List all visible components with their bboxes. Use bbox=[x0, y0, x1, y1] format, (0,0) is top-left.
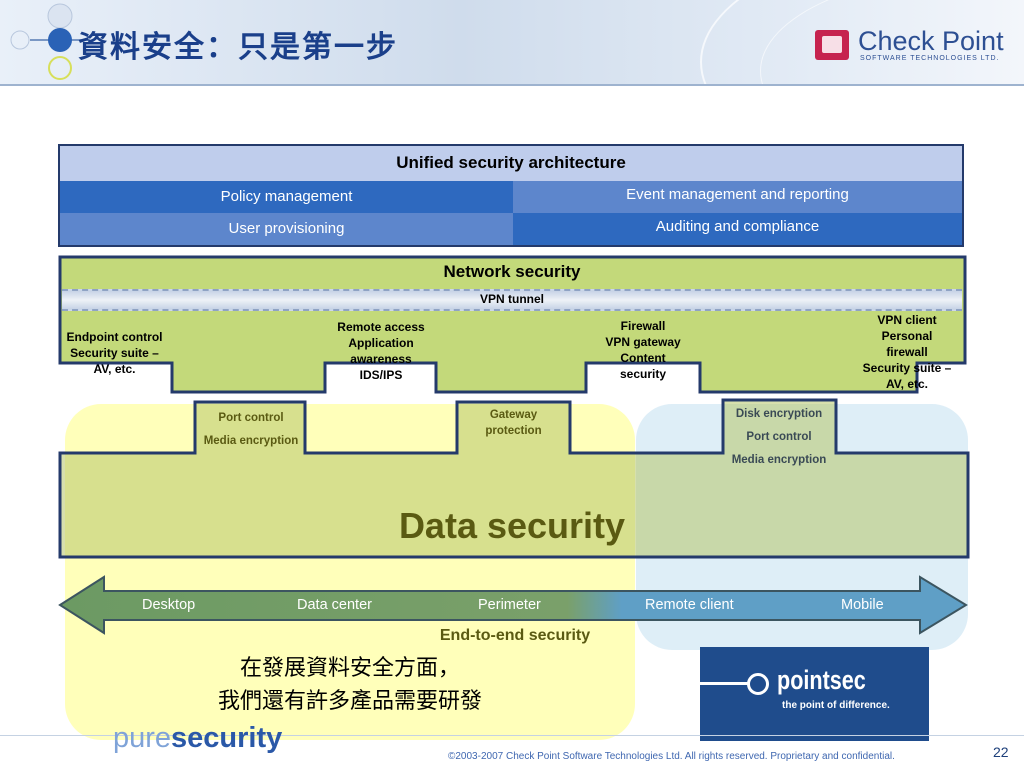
puresecurity-logo: puresecurity bbox=[113, 722, 282, 755]
gateway-protection-line: protection bbox=[485, 425, 542, 437]
development-note-line2: 我們還有許多產品需要研發 bbox=[217, 689, 482, 714]
firewall-line: Firewall bbox=[620, 319, 666, 333]
remote-access-line: awareness bbox=[350, 352, 412, 366]
endpoint-line: AV, etc. bbox=[93, 362, 136, 376]
pointsec-name: pointsec bbox=[777, 665, 866, 695]
pointsec-logo: pointsec the point of difference. bbox=[700, 647, 929, 741]
pointsec-line-icon bbox=[700, 682, 750, 685]
puresecurity-logo-light: pure bbox=[113, 722, 172, 754]
checkpoint-logo-subtitle: SOFTWARE TECHNOLOGIES LTD. bbox=[860, 55, 1000, 62]
slide-header: 資料安全：只是第一步 Check Point SOFTWARE TECHNOLO… bbox=[0, 0, 1024, 86]
data-security-title: Data security bbox=[398, 505, 626, 546]
vpn-tunnel-band bbox=[62, 289, 962, 311]
arch-cell-auditing-compliance: Auditing and compliance bbox=[513, 213, 962, 245]
endpoint-line: Security suite – bbox=[70, 346, 159, 360]
copyright-notice: ©2003-2007 Check Point Software Technolo… bbox=[448, 751, 895, 762]
arrow-label-remote-client: Remote client bbox=[645, 597, 734, 613]
firewall-block: Firewall VPN gateway Content security bbox=[585, 318, 701, 382]
firewall-line: security bbox=[619, 367, 667, 381]
remote-access-block: Remote access Application awareness IDS/… bbox=[322, 319, 440, 383]
endpoint-line: Endpoint control bbox=[66, 330, 163, 344]
media-encryption-right-label: Media encryption bbox=[731, 454, 827, 466]
puresecurity-logo-bold: security bbox=[171, 722, 283, 754]
pointsec-ring-icon bbox=[747, 673, 769, 695]
firewall-line: VPN gateway bbox=[605, 335, 681, 349]
arrow-label-mobile: Mobile bbox=[841, 597, 884, 613]
checkpoint-logo-name: Check Point bbox=[858, 26, 1004, 56]
unified-architecture-title: Unified security architecture bbox=[396, 153, 626, 172]
vpn-client-line: firewall bbox=[886, 345, 928, 359]
endpoint-data-block: Disk encryption Port control Media encry… bbox=[720, 403, 838, 472]
gateway-protection-line: Gateway bbox=[489, 409, 538, 421]
pointsec-tagline: the point of difference. bbox=[782, 700, 890, 711]
development-note: 在發展資料安全方面， 我們還有許多產品需要研發 bbox=[150, 652, 550, 718]
port-control-left-line: Media encryption bbox=[203, 435, 299, 447]
remote-access-line: Application bbox=[348, 336, 414, 350]
port-control-right-label: Port control bbox=[746, 431, 812, 443]
vpn-client-line: VPN client bbox=[877, 313, 937, 327]
port-control-left-line: Port control bbox=[218, 412, 284, 424]
vpn-client-line: Personal bbox=[881, 329, 933, 343]
port-control-left-block: Port control Media encryption bbox=[195, 407, 307, 453]
network-security-title: Network security bbox=[443, 262, 581, 281]
arrow-label-data-center: Data center bbox=[297, 597, 372, 613]
gateway-protection-block: Gateway protection bbox=[457, 407, 570, 439]
development-note-line1: 在發展資料安全方面， bbox=[239, 656, 460, 681]
firewall-line: Content bbox=[620, 351, 666, 365]
page-number: 22 bbox=[993, 744, 1009, 760]
end-to-end-caption: End-to-end security bbox=[439, 627, 591, 644]
footer-divider bbox=[0, 735, 1024, 736]
data-security-band bbox=[58, 398, 970, 559]
slide-title: 資料安全：只是第一步 bbox=[78, 30, 398, 65]
arch-cell-user-provisioning: User provisioning bbox=[60, 213, 513, 245]
arch-cell-event-management: Event management and reporting bbox=[513, 181, 962, 213]
arrow-label-perimeter: Perimeter bbox=[478, 597, 541, 613]
checkpoint-logo-icon bbox=[815, 30, 849, 60]
vpn-client-block: VPN client Personal firewall Security su… bbox=[846, 312, 968, 392]
end-to-end-arrow bbox=[58, 575, 968, 635]
vpn-tunnel-label: VPN tunnel bbox=[479, 292, 544, 306]
vpn-client-line: AV, etc. bbox=[885, 377, 929, 391]
unified-architecture-box: Unified security architecture Policy man… bbox=[58, 144, 964, 247]
disk-encryption-label: Disk encryption bbox=[735, 408, 823, 420]
vpn-client-line: Security suite – bbox=[862, 361, 952, 375]
endpoint-control-block: Endpoint control Security suite – AV, et… bbox=[52, 329, 177, 377]
arrow-label-desktop: Desktop bbox=[142, 597, 196, 613]
arch-cell-policy-management: Policy management bbox=[60, 181, 513, 213]
remote-access-line: IDS/IPS bbox=[359, 368, 403, 382]
remote-access-line: Remote access bbox=[337, 320, 425, 334]
decorative-bubbles-icon bbox=[10, 3, 90, 80]
